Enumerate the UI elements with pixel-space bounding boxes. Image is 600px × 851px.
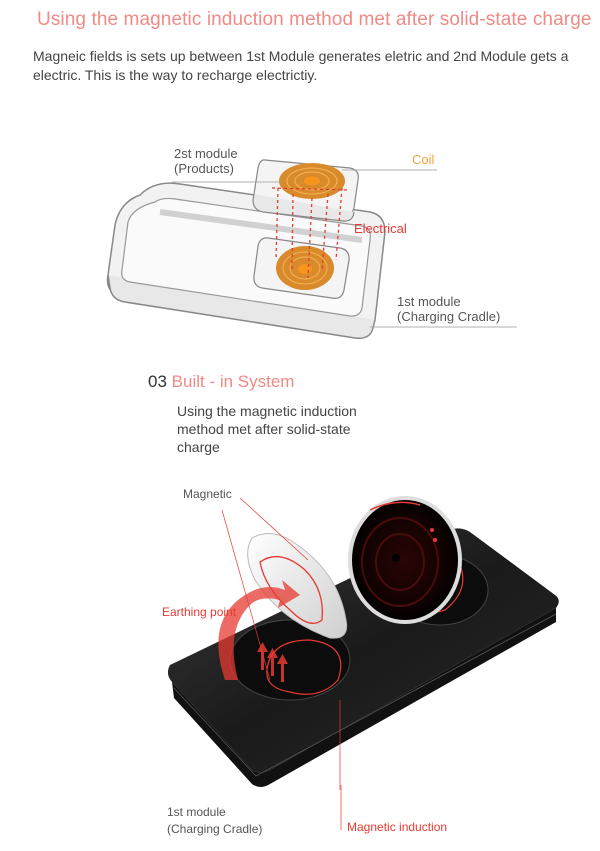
label-1st-module-top: 1st module (Charging Cradle) (397, 294, 500, 324)
label-coil: Coil (412, 152, 435, 167)
charger-disc (348, 496, 462, 624)
intro-text: Magneic fields is sets up between 1st Mo… (33, 48, 569, 83)
label-1st-module-line1: 1st module (397, 294, 461, 309)
induction-arrows-icon (257, 642, 288, 682)
induction-schematic (106, 159, 517, 340)
page-title: Using the magnetic induction method met … (37, 9, 592, 30)
label-1st-module-bottom-line2: (Charging Cradle) (167, 822, 263, 836)
section-body: Using the magnetic induction method met … (177, 403, 357, 455)
product-render (167, 496, 559, 790)
induction-leader (340, 785, 342, 830)
rotation-arrow-icon (218, 580, 300, 680)
label-magnetic: Magnetic (183, 487, 232, 501)
field-lines (271, 187, 349, 279)
label-1st-module-line2: (Charging Cradle) (397, 309, 501, 324)
label-2nd-module-line2: (Products) (174, 161, 234, 176)
section-title: Built - in System (171, 372, 295, 391)
label-2nd-module: 2st module (Products) (174, 146, 238, 176)
label-magnetic-induction: Magnetic induction (347, 820, 448, 834)
section-number: 03 (148, 372, 167, 391)
label-1st-module-bottom: 1st module (Charging Cradle) (167, 804, 262, 838)
label-2nd-module-line1: 2st module (174, 146, 238, 161)
label-electrical: Electrical (354, 221, 407, 236)
section-heading: 03 Built - in System (148, 372, 294, 392)
label-1st-module-bottom-line1: 1st module (167, 805, 226, 819)
label-earthing-point: Earthing point (162, 605, 237, 619)
